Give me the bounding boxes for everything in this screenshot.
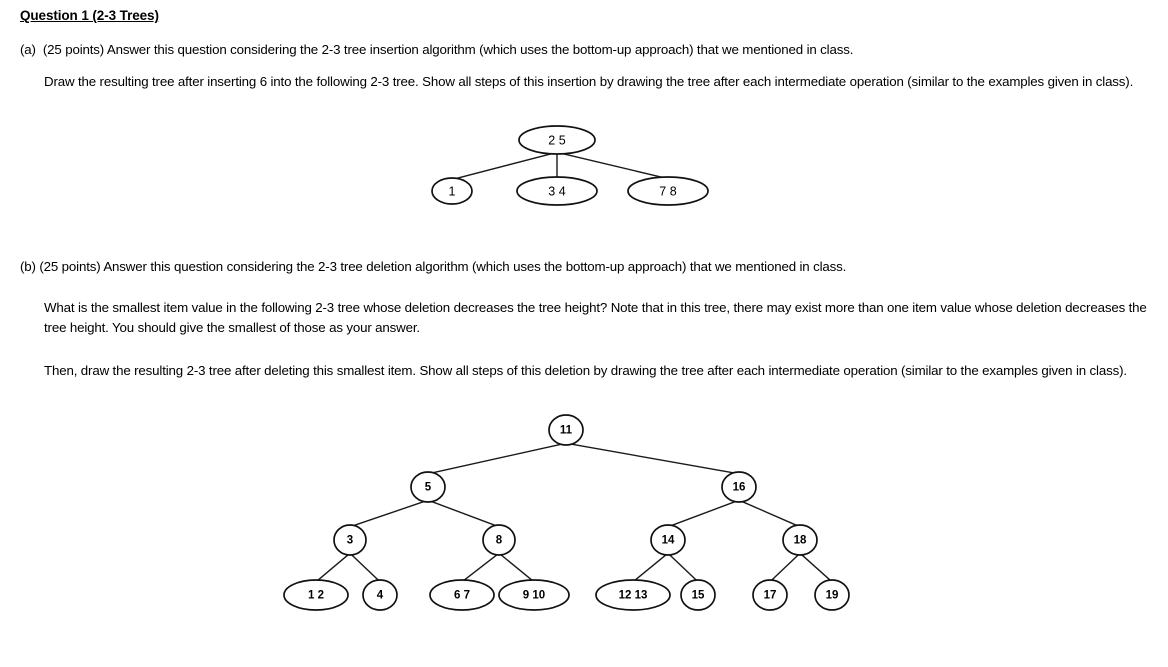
tree-node: 1 — [431, 177, 473, 205]
tree-node: 19 — [814, 579, 850, 611]
tree-node-label: 6 7 — [454, 590, 470, 602]
tree-node-label: 2 5 — [548, 134, 565, 148]
tree-node-shape — [482, 524, 516, 556]
tree-node-label: 18 — [794, 535, 807, 547]
tree-node: 12 13 — [595, 579, 671, 611]
tree-node: 3 4 — [516, 176, 598, 206]
tree-node-label: 11 — [560, 425, 573, 437]
tree-node-shape — [650, 524, 686, 556]
part-a-marker: (a) — [20, 42, 36, 57]
tree-edge — [461, 552, 500, 583]
tree-node: 17 — [752, 579, 788, 611]
tree-node-shape — [680, 579, 716, 611]
tree-node-shape — [333, 524, 367, 556]
tree-node-label: 17 — [764, 590, 777, 602]
tree-node-label: 3 4 — [548, 185, 565, 199]
tree-node-shape — [410, 471, 446, 503]
tree-edge — [556, 151, 669, 180]
tree-node-shape — [518, 125, 596, 155]
tree-edge — [451, 151, 558, 181]
tree-node-shape — [782, 524, 818, 556]
tree-node-label: 14 — [662, 535, 675, 547]
tree-edge — [349, 499, 429, 528]
tree-node: 4 — [362, 579, 398, 611]
tree-edge — [427, 499, 500, 528]
tree-node: 8 — [482, 524, 516, 556]
tree-node-label: 4 — [377, 590, 384, 602]
part-a-intro-paragraph: (a) (25 points) Answer this question con… — [20, 40, 1155, 60]
tree-node: 18 — [782, 524, 818, 556]
tree-a-nodes: 2 5 1 3 4 7 8 — [431, 125, 709, 206]
tree-diagram-part-b: 11 5 16 3 8 14 18 1 2 4 6 7 9 10 12 13 15 17 19 — [283, 414, 850, 611]
page-title: Question 1 (2-3 Trees) — [20, 8, 159, 23]
tree-edge — [349, 552, 381, 583]
tree-node: 6 7 — [429, 579, 495, 611]
tree-node: 5 — [410, 471, 446, 503]
tree-node-shape — [814, 579, 850, 611]
tree-node-label: 15 — [692, 590, 705, 602]
tree-node: 7 8 — [627, 176, 709, 206]
tree-diagram-part-a: 2 5 1 3 4 7 8 — [431, 125, 709, 206]
tree-edge — [632, 552, 669, 583]
tree-node: 16 — [721, 471, 757, 503]
part-b-intro-text: (25 points) Answer this question conside… — [39, 259, 847, 274]
tree-node-label: 19 — [826, 590, 839, 602]
tree-node: 15 — [680, 579, 716, 611]
tree-node-shape — [595, 579, 671, 611]
tree-node-label: 7 8 — [659, 185, 676, 199]
tree-node-label: 16 — [733, 482, 746, 494]
tree-edge — [427, 442, 567, 475]
tree-node-label: 9 10 — [523, 590, 545, 602]
tree-edge — [565, 442, 740, 475]
tree-node-shape — [429, 579, 495, 611]
tree-node-label: 12 13 — [619, 590, 648, 602]
part-b-intro-paragraph: (b) (25 points) Answer this question con… — [20, 257, 1155, 277]
tree-node-label: 5 — [425, 482, 432, 494]
tree-node-shape — [431, 177, 473, 205]
tree-node-shape — [283, 579, 349, 611]
tree-edge — [738, 499, 801, 528]
tree-edge — [667, 552, 699, 583]
part-a-intro-text: (25 points) Answer this question conside… — [42, 42, 854, 57]
tree-edge — [498, 552, 535, 583]
tree-node-shape — [498, 579, 570, 611]
tree-node-shape — [627, 176, 709, 206]
tree-node-label: 8 — [496, 535, 503, 547]
tree-edge — [667, 499, 740, 528]
tree-node-label: 3 — [347, 535, 353, 547]
tree-node: 11 — [548, 414, 584, 446]
tree-node: 3 — [333, 524, 367, 556]
tree-node: 14 — [650, 524, 686, 556]
tree-a-edges — [451, 151, 669, 181]
tree-edge — [769, 552, 801, 583]
tree-edge — [799, 552, 833, 583]
tree-node-shape — [516, 176, 598, 206]
tree-node: 9 10 — [498, 579, 570, 611]
part-b-body-paragraph-1: What is the smallest item value in the f… — [44, 300, 1151, 335]
tree-node-label: 1 — [449, 185, 456, 199]
tree-node: 1 2 — [283, 579, 349, 611]
tree-node-label: 1 2 — [308, 590, 324, 602]
tree-node-shape — [362, 579, 398, 611]
tree-b-nodes: 11 5 16 3 8 14 18 1 2 4 6 7 9 10 12 13 15 17 19 — [283, 414, 850, 611]
tree-node-shape — [752, 579, 788, 611]
tree-b-edges — [315, 442, 833, 583]
tree-node: 2 5 — [518, 125, 596, 155]
part-b-marker: (b) — [20, 259, 36, 274]
tree-node-shape — [548, 414, 584, 446]
part-a-body-paragraph: Draw the resulting tree after inserting … — [44, 74, 1134, 89]
part-b-body-paragraph-2: Then, draw the resulting 2-3 tree after … — [44, 363, 1127, 378]
tree-node-shape — [721, 471, 757, 503]
tree-edge — [315, 552, 351, 583]
